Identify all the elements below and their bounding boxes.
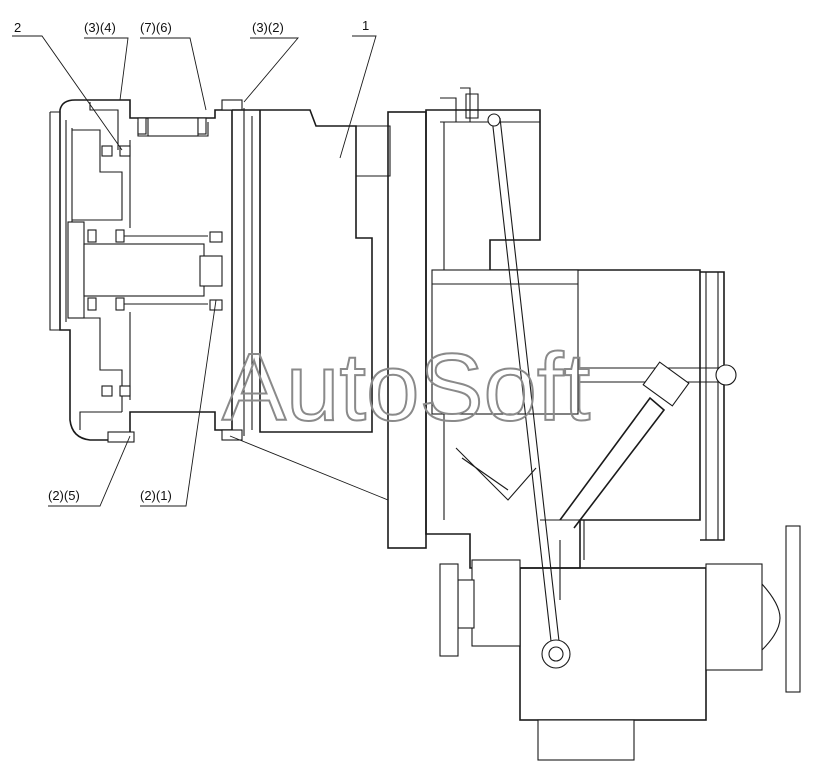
callout-3-2: (3)(2): [252, 20, 284, 35]
callout-2: 2: [14, 20, 21, 35]
coupling-housing: [49, 99, 243, 443]
callout-2-5: (2)(5): [48, 488, 80, 503]
watermark-text: AutoSoft: [222, 334, 590, 441]
callout-2-1: (2)(1): [140, 488, 172, 503]
output-housing: [439, 519, 801, 761]
pipe-assembly: [455, 271, 737, 541]
callout-7-6: (7)(6): [140, 20, 172, 35]
callout-3-4: (3)(4): [84, 20, 116, 35]
callout-1: 1: [362, 18, 369, 33]
gearbox-casing: [232, 87, 701, 569]
leader-lines: [12, 35, 389, 507]
connecting-rod: [487, 113, 571, 669]
